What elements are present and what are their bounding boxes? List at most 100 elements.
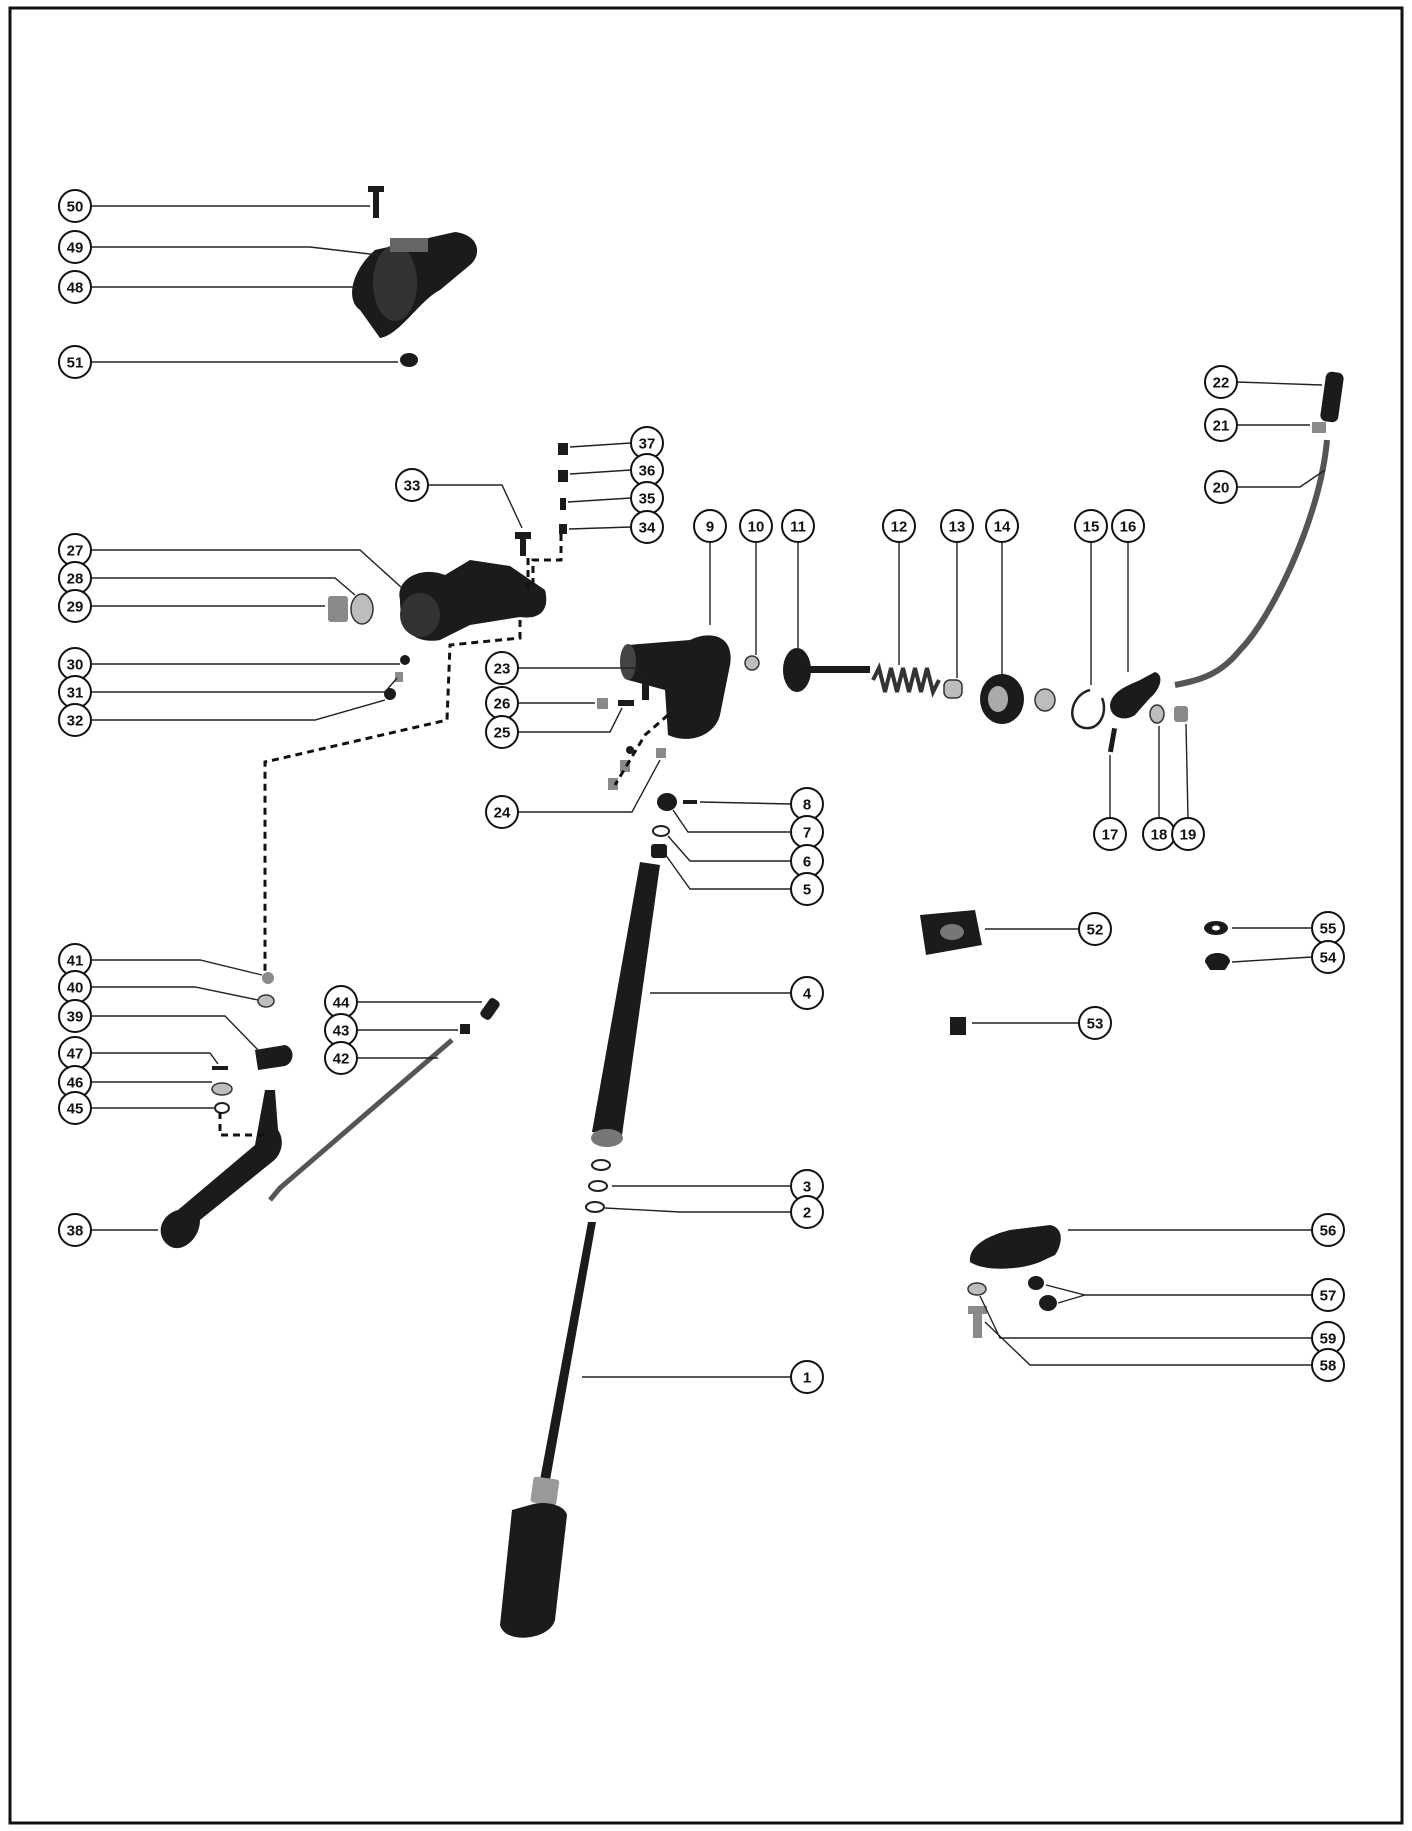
callout-number: 39 (67, 1009, 84, 1026)
part-20-rod (1174, 439, 1330, 688)
callout-bubble (58, 589, 92, 623)
callout-20: 20 (1204, 469, 1326, 504)
assembly-dashed-lines (218, 534, 669, 1137)
callout-number: 24 (494, 805, 511, 822)
part-33-bolt (520, 536, 526, 556)
part-36-screw (558, 470, 568, 482)
callout-6: 6 (667, 835, 824, 878)
callout-number: 17 (1102, 827, 1119, 844)
callout-bubble (882, 509, 916, 543)
callout-number: 23 (494, 661, 511, 678)
part-19-nut (1174, 706, 1188, 722)
callout-number: 31 (67, 685, 84, 702)
part-44-sleeve (480, 998, 500, 1020)
part-28-washer (350, 593, 374, 625)
part-25-screw (618, 700, 634, 706)
callout-number: 48 (67, 280, 84, 297)
part-47-pin (212, 1066, 228, 1070)
callout-3: 3 (612, 1169, 824, 1203)
callout-number: 36 (639, 463, 656, 480)
callout-number: 34 (639, 520, 656, 537)
page-border (8, 6, 1404, 1825)
part-21-nut (1312, 422, 1326, 433)
callout-15: 15 (1074, 509, 1108, 685)
leader-line-25 (518, 707, 623, 733)
leader-line-32 (91, 699, 386, 721)
part-8-pin (683, 800, 697, 804)
callout-53: 53 (972, 1006, 1112, 1040)
leader-line-49 (91, 246, 379, 256)
leader-line-34 (568, 526, 632, 530)
callout-bubble (1074, 509, 1108, 543)
callout-bubble (58, 230, 92, 264)
part-50-screw (373, 190, 379, 218)
callout-58: 58 (984, 1321, 1345, 1382)
callout-33: 33 (395, 468, 523, 529)
callout-38: 38 (58, 1213, 158, 1247)
part-7-bushing (657, 793, 677, 811)
part-2-o-ring (585, 1201, 605, 1213)
leader-line-58 (984, 1321, 1312, 1366)
callout-bubble (58, 189, 92, 223)
callout-2: 2 (604, 1195, 824, 1229)
leader-line-19 (1185, 723, 1189, 819)
callout-number: 32 (67, 713, 84, 730)
leader-line-54 (1231, 956, 1313, 963)
callout-32: 32 (58, 699, 386, 737)
callout-number: 49 (67, 240, 84, 257)
leader-line-27 (91, 549, 403, 589)
leader-line-5 (664, 853, 791, 890)
callout-number: 52 (1087, 922, 1104, 939)
callout-59: 59 (979, 1295, 1345, 1355)
callout-number: 9 (706, 519, 714, 536)
callout-number: 20 (1213, 480, 1230, 497)
callout-48: 48 (58, 270, 355, 304)
callout-24: 24 (485, 759, 661, 829)
callout-bubble (1204, 470, 1238, 504)
callout-51: 51 (58, 345, 398, 379)
callout-number: 57 (1320, 1288, 1337, 1305)
callout-bubble (1204, 408, 1238, 442)
callout-number: 46 (67, 1075, 84, 1092)
callout-number: 41 (67, 953, 84, 970)
part-34-screw (559, 524, 567, 534)
part-1-knob (500, 1503, 567, 1638)
callout-number: 45 (67, 1101, 84, 1118)
leader-line-20 (1237, 469, 1326, 488)
callout-19: 19 (1171, 723, 1205, 851)
leader-line-40 (91, 986, 259, 1001)
leader-line-22 (1236, 381, 1323, 386)
part-12-spring (871, 662, 941, 698)
callout-4: 4 (650, 976, 824, 1010)
callout-bubble (485, 715, 519, 749)
callout-bubble (693, 509, 727, 543)
callout-16: 16 (1111, 509, 1145, 672)
callout-bubble (485, 651, 519, 685)
callout-10: 10 (739, 509, 773, 655)
part-26-nut (597, 698, 608, 709)
callout-number: 4 (803, 986, 812, 1003)
callout-number: 18 (1151, 827, 1168, 844)
leader-line-2 (604, 1207, 791, 1213)
part-43-nut (460, 1024, 470, 1034)
leader-line-23 (518, 667, 646, 679)
part-57-bumper (1028, 1276, 1044, 1290)
callout-bubble (395, 468, 429, 502)
callout-number: 10 (748, 519, 765, 536)
leader-line-35 (567, 497, 632, 503)
callout-number: 11 (790, 519, 806, 536)
callout-bubble (790, 976, 824, 1010)
callout-35: 35 (567, 481, 664, 515)
leader-line-57 (1045, 1284, 1312, 1304)
callout-bubble (1311, 1278, 1345, 1312)
part-54-button (1205, 953, 1230, 970)
callout-number: 53 (1087, 1016, 1104, 1033)
part-1-shift-rod (540, 1222, 596, 1480)
leader-line-59 (979, 1295, 1312, 1339)
part-38-lever-arm (160, 1090, 282, 1249)
callout-bubble (1171, 817, 1205, 851)
leader-line-6 (667, 835, 791, 862)
part-59-washer (967, 1282, 987, 1296)
part-17-pin (1107, 727, 1118, 753)
callout-1: 1 (582, 1360, 824, 1394)
